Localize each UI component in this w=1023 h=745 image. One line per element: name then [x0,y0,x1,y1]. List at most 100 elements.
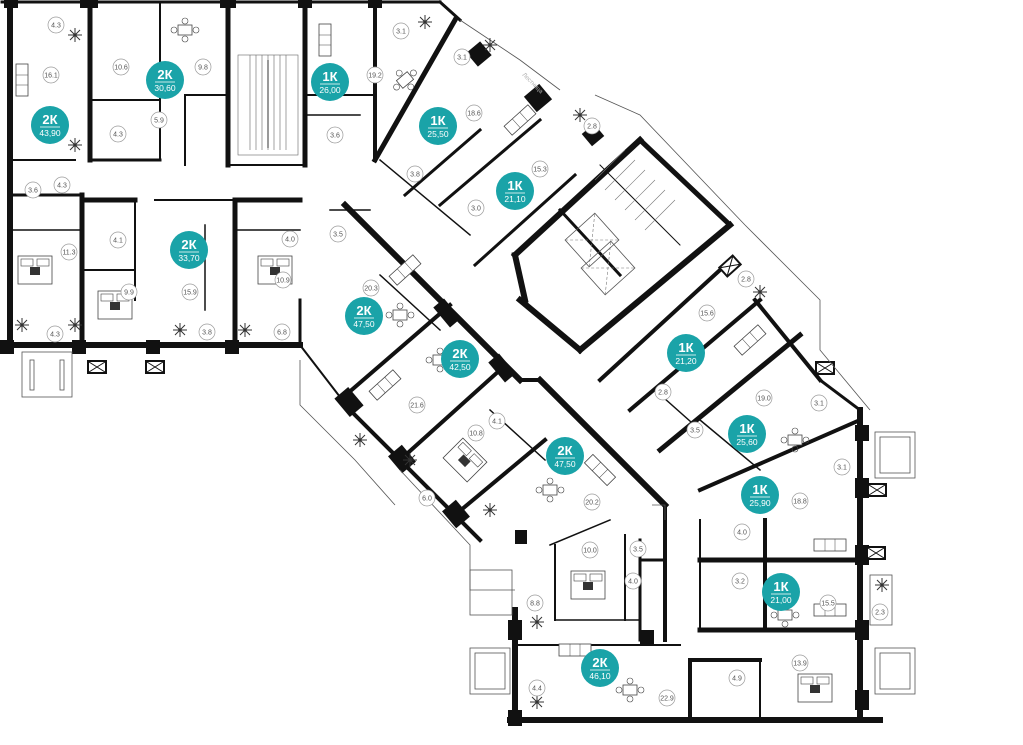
room-area-label: 10.9 [274,271,292,289]
room-area-label: 6.8 [273,323,291,341]
room-area-text: 4.4 [532,686,542,693]
room-area-text: 6.0 [422,496,432,503]
room-area-label: 15.6 [698,304,716,322]
room-area-text: 10.0 [583,548,597,555]
room-area-label: 3.8 [198,323,216,341]
room-area-text: 4.1 [113,238,123,245]
room-area-text: 3.1 [457,55,467,62]
room-area-label: 3.1 [453,48,471,66]
room-area-text: 4.3 [51,23,61,30]
apartment-type: 2К [181,237,196,252]
apartment-area: 47,50 [554,459,576,469]
room-area-label: 3.6 [24,181,42,199]
room-area-text: 19.2 [368,73,382,80]
apartment-area: 21,00 [770,595,792,605]
room-area-text: 20.3 [364,286,378,293]
right-wing [507,267,883,723]
room-area-label: 10.8 [467,424,485,442]
apartment-type: 1К [507,178,522,193]
room-area-text: 4.0 [737,530,747,537]
apartment-area: 43,90 [39,128,61,138]
room-area-label: 2.8 [654,383,672,401]
room-area-label: 18.6 [465,104,483,122]
room-area-text: 5.9 [154,118,164,125]
apartment-type: 2К [42,112,57,127]
apartment-type: 1К [678,340,693,355]
room-area-text: 2.8 [658,390,668,397]
room-area-text: 6.8 [277,330,287,337]
room-area-text: 4.9 [732,676,742,683]
room-area-text: 15.6 [700,311,714,318]
room-area-label: 5.9 [150,111,168,129]
apartment-type: 2К [157,67,172,82]
room-area-text: 18.8 [793,499,807,506]
room-area-text: 3.6 [28,188,38,195]
room-area-text: 3.8 [410,172,420,179]
room-area-text: 2.8 [587,124,597,131]
diagonal-balconies [299,19,746,591]
room-area-text: 16.1 [44,73,58,80]
room-area-label: 15.3 [531,160,549,178]
room-area-label: 3.5 [629,540,647,558]
room-area-text: 4.3 [113,132,123,139]
room-area-text: 11.3 [62,250,75,257]
apartment-area: 21,10 [504,194,526,204]
room-area-text: 3.1 [837,465,847,472]
room-area-label: 4.3 [53,176,71,194]
room-area-label: 4.0 [733,523,751,541]
room-area-text: 3.5 [633,547,643,554]
apartment-type: 1К [773,579,788,594]
room-area-label: 15.9 [181,283,199,301]
room-area-text: 4.3 [57,183,67,190]
apartment-badges: 2К30,601К26,002К43,901К25,501К21,102К33,… [31,61,800,687]
room-area-label: 4.1 [109,231,127,249]
apartment-area: 25,90 [749,498,771,508]
room-area-label: 4.3 [109,125,127,143]
room-area-text: 10.6 [114,65,128,72]
room-area-text: 3.6 [330,133,340,140]
room-area-label: 19.0 [755,389,773,407]
room-area-label: 3.2 [731,572,749,590]
room-area-label: 18.8 [791,492,809,510]
apartment-area: 26,00 [319,85,341,95]
apartment-area: 30,60 [154,83,176,93]
room-area-label: 16.1 [42,66,60,84]
left-wing-posts [0,0,382,354]
room-area-text: 21.6 [410,403,424,410]
apartment-type: 2К [356,303,371,318]
room-area-label: 15.5 [819,594,837,612]
room-area-label: 3.5 [329,225,347,243]
room-area-text: 2.3 [875,610,885,617]
room-area-text: 4.0 [285,237,295,244]
room-area-text: 4.1 [492,419,502,426]
room-area-text: 10.9 [276,278,290,285]
room-area-label: 22.9 [658,689,676,707]
apartment-type: 1К [739,421,754,436]
room-area-text: 22.9 [660,696,674,703]
room-area-label: 4.0 [624,572,642,590]
room-area-label: 19.2 [366,66,384,84]
right-balconies [469,224,916,695]
room-area-label: 3.6 [326,126,344,144]
room-area-label: 8.8 [526,594,544,612]
room-area-text: 15.5 [821,601,835,608]
room-area-label: 9.8 [194,58,212,76]
room-area-text: 3.2 [735,579,745,586]
room-area-label: 4.3 [47,16,65,34]
apartment-area: 25,60 [736,437,758,447]
